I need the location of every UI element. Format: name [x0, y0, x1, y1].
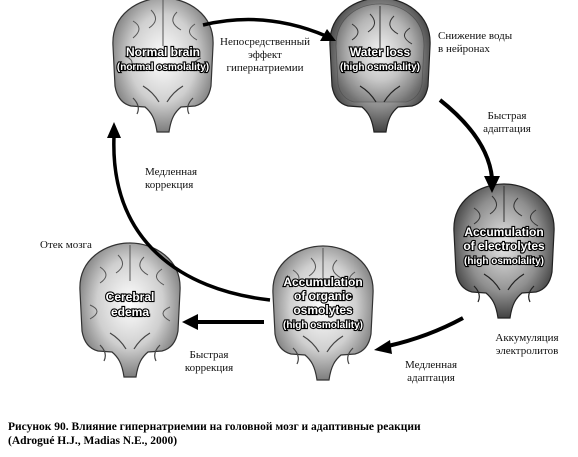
brain-normal: Normal brain (normal osmolality) — [112, 0, 214, 133]
annotation-brain-edema: Отек мозга — [40, 239, 92, 251]
annotation-slow-adaptation-line-1: Медленная — [404, 359, 458, 371]
annotation-electrolyte-accumulation-line-2: электролитов — [495, 345, 559, 357]
brain-osmolytes: Accumulation of organic osmolytes (high … — [272, 245, 374, 381]
arrow-slow-adaptation — [374, 316, 464, 354]
annotation-direct-effect-line-1: Непосредственный — [220, 36, 310, 48]
brain-water-loss: Water loss (high osmolality) — [329, 0, 431, 133]
brain-electrolytes-label-2: of electrolytes — [463, 239, 545, 253]
brain-osmolytes-label-3: osmolytes — [293, 303, 353, 317]
annotation-electrolyte-accumulation-line-1: Аккумуляция — [495, 332, 559, 344]
arrow-fast-correction — [182, 314, 264, 330]
annotation-fast-correction-line-2: коррекция — [184, 362, 234, 374]
arrow-fast-adaptation — [438, 98, 500, 193]
annotation-fast-adaptation: Быстрая адаптация — [474, 110, 540, 136]
annotation-fast-adaptation-line-1: Быстрая — [487, 110, 527, 122]
annotation-fast-correction-line-1: Быстрая — [189, 349, 229, 361]
brain-electrolytes-label-3: (high osmolality) — [464, 256, 544, 267]
figure-caption-line-1: Рисунок 90. Влияние гипернатриемии на го… — [8, 421, 421, 433]
annotation-direct-effect: Непосредственный эффект гипернатриемии — [206, 36, 324, 75]
annotation-direct-effect-line-3: гипернатриемии — [226, 62, 304, 74]
annotation-slow-correction-line-1: Медленная — [145, 166, 198, 178]
annotation-water-decrease-line-1: Снижение воды — [438, 30, 513, 42]
brain-edema-label-1: Cerebral — [106, 290, 155, 304]
annotation-fast-adaptation-line-2: адаптация — [483, 123, 531, 135]
annotation-direct-effect-line-2: эффект — [248, 49, 282, 61]
annotation-electrolyte-accumulation: Аккумуляция электролитов — [486, 332, 568, 358]
annotation-water-decrease-line-2: в нейронах — [438, 43, 490, 55]
figure-caption: Рисунок 90. Влияние гипернатриемии на го… — [8, 420, 570, 448]
brain-osmolytes-label-2: of organic — [294, 289, 352, 303]
annotation-fast-correction: Быстрая коррекция — [176, 349, 242, 375]
annotation-water-decrease: Снижение воды в нейронах — [438, 30, 512, 56]
annotation-slow-correction: Медленная коррекция — [145, 166, 197, 192]
brain-water-loss-label-1: Water loss — [350, 45, 411, 59]
annotation-slow-correction-line-2: коррекция — [145, 179, 194, 191]
arrow-direct-effect — [202, 17, 336, 41]
brain-edema: Cerebral edema — [79, 242, 181, 378]
brain-normal-label-2: (normal osmolality) — [117, 62, 209, 73]
brain-osmolytes-label-1: Accumulation — [283, 275, 362, 289]
arrow-slow-correction — [107, 122, 271, 302]
brain-water-loss-label-2: (high osmolality) — [340, 62, 420, 73]
annotation-slow-adaptation-line-2: адаптация — [407, 372, 455, 384]
brain-electrolytes-label-1: Accumulation — [464, 225, 543, 239]
brain-edema-label-2: edema — [111, 305, 149, 319]
brain-normal-label-1: Normal brain — [126, 45, 200, 59]
brain-osmolytes-label-4: (high osmolality) — [283, 320, 363, 331]
annotation-slow-adaptation: Медленная адаптация — [396, 359, 466, 385]
brain-electrolytes: Accumulation of electrolytes (high osmol… — [453, 183, 555, 319]
figure-caption-line-2: (Adrogué H.J., Madias N.E., 2000) — [8, 435, 178, 447]
